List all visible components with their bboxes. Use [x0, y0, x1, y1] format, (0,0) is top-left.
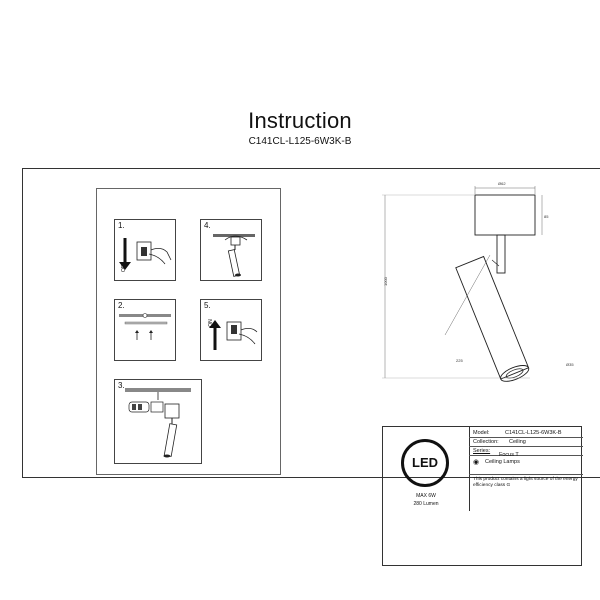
- step-2: 2.: [114, 299, 176, 361]
- step-number: 4.: [204, 221, 211, 230]
- drawing-frame: [22, 168, 600, 478]
- series-value: Focus T: [499, 452, 519, 458]
- step-number: 3.: [118, 381, 125, 390]
- product-info-box: LED MAX 6W 280 Lumen Model: C141CL-L125-…: [382, 426, 583, 566]
- model-code: C141CL-L125-6W3K-B: [248, 136, 352, 147]
- switch-on-illustration: [209, 320, 258, 350]
- led-badge: LED: [401, 439, 449, 487]
- max-power: MAX 6W: [416, 493, 436, 499]
- series-label: Series:: [473, 448, 491, 454]
- page-title: Instruction: [248, 108, 352, 133]
- installation-steps-panel: 1. OFF 4. 2.: [96, 188, 281, 475]
- model-value: C141CL-L125-6W3K-B: [505, 430, 562, 436]
- led-column: LED MAX 6W 280 Lumen: [383, 427, 470, 511]
- bracket-illustration: [119, 313, 171, 340]
- wiring-illustration: [125, 388, 191, 458]
- dimension-top-diameter: Ø62: [498, 181, 506, 186]
- canopy: [474, 194, 536, 236]
- step-number: 2.: [118, 301, 125, 310]
- step-1: 1. OFF: [114, 219, 176, 281]
- led-text: LED: [412, 455, 438, 470]
- lamp-technical-drawing: Ø62 85 1000 225 Ø35: [382, 181, 574, 382]
- dimension-top-height: 85: [544, 214, 549, 219]
- step-3: 3.: [114, 379, 202, 464]
- lumen: 280 Lumen: [413, 501, 439, 507]
- stem: [496, 234, 506, 274]
- on-label: ON: [207, 319, 214, 327]
- off-label: OFF: [121, 262, 127, 272]
- step-number: 5.: [204, 301, 211, 310]
- energy-note: This product contains a light source of …: [473, 477, 578, 488]
- mount-lamp-illustration: [213, 234, 255, 277]
- model-label: Model:: [473, 430, 490, 436]
- ceiling-lamp-icon: ◉: [473, 459, 480, 466]
- step-4: 4.: [200, 219, 262, 281]
- category-value: Ceiling Lamps: [485, 459, 520, 465]
- collection-label: Collection:: [473, 439, 499, 445]
- dimension-tube-length: 225: [456, 358, 463, 363]
- step-5: 5. ON: [200, 299, 262, 361]
- switch-off-illustration: [119, 238, 172, 270]
- dimension-tube-diameter: Ø35: [566, 362, 574, 367]
- lamp-tube: [455, 255, 530, 382]
- specs-column: Model: C141CL-L125-6W3K-B Collection: Ce…: [469, 427, 583, 511]
- collection-value: Ceiling: [509, 439, 526, 445]
- step-number: 1.: [118, 221, 125, 230]
- dimension-total-height: 1000: [383, 276, 388, 286]
